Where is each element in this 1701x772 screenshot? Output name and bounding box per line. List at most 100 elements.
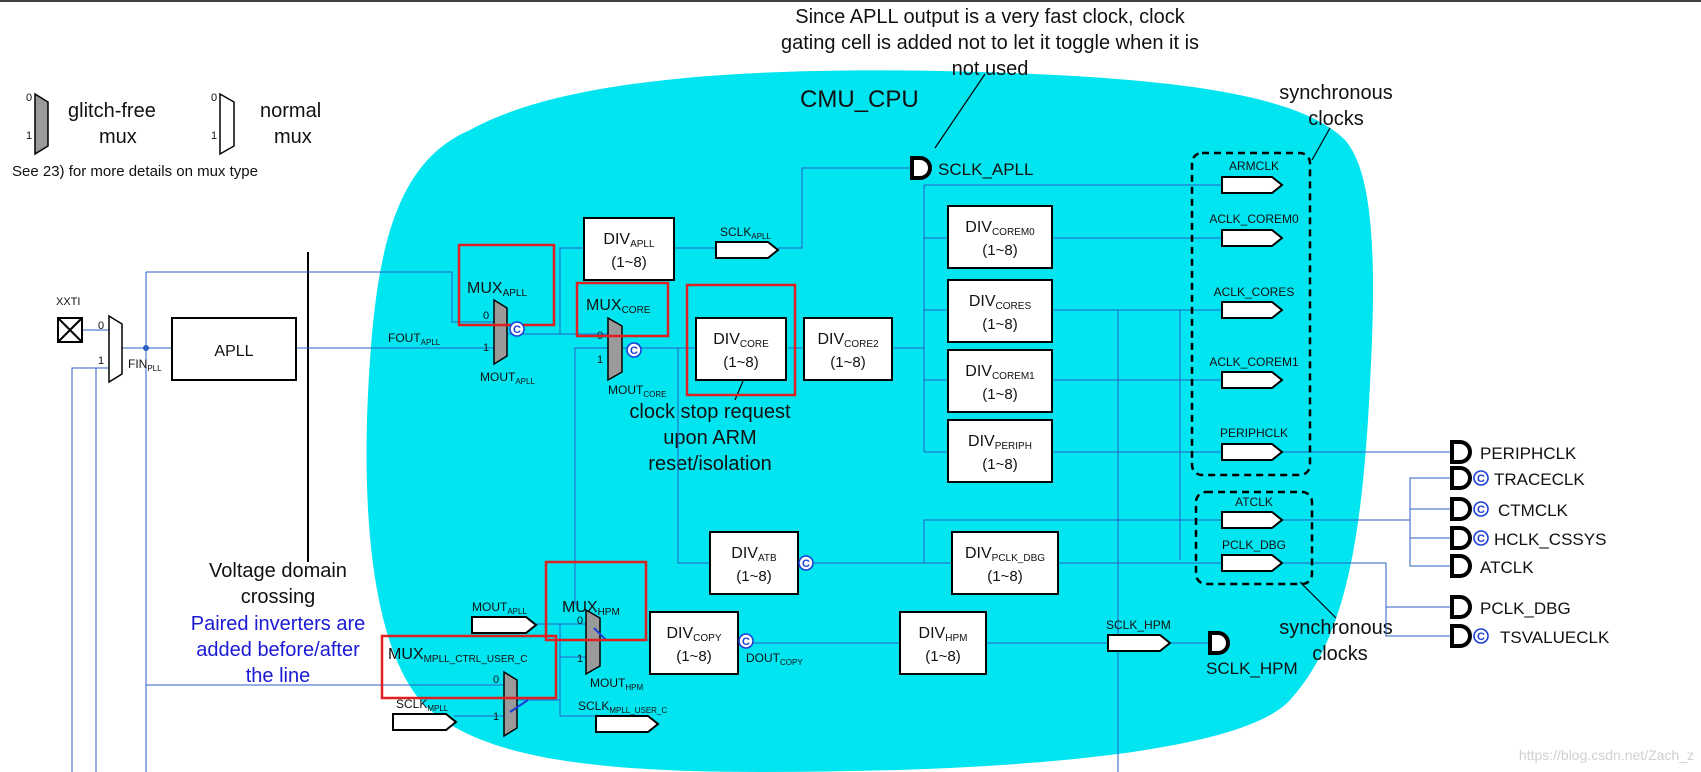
voltage-line2: crossing xyxy=(241,586,315,608)
mux-apll xyxy=(493,298,508,366)
sclk-hpm-flag-label: SCLK_HPM xyxy=(1106,618,1171,632)
div-hpm-name: DIVHPM xyxy=(919,625,968,644)
atclk-gate-icon xyxy=(1450,554,1472,578)
pclk-dbg-output-label: PCLK_DBG xyxy=(1480,599,1571,618)
div-atb-gate-icon: C xyxy=(798,555,814,571)
hclk-cssys-gate-icon xyxy=(1450,526,1472,550)
svg-text:C: C xyxy=(1477,473,1485,485)
voltage-line1: Voltage domain xyxy=(209,560,347,582)
sync-group-bottom xyxy=(1194,490,1314,586)
flag-mout-apll: MOUTAPLL xyxy=(471,600,538,634)
apll-note-line1: Since APLL output is a very fast clock, … xyxy=(795,6,1185,28)
div-copy: DIVCOPY (1~8) xyxy=(649,611,739,675)
svg-text:C: C xyxy=(802,558,810,570)
sync-group-top xyxy=(1190,151,1312,477)
sclk-hpm-gate-icon xyxy=(1208,631,1230,655)
normal-mux-icon xyxy=(219,92,235,156)
mout-apll-label: MOUTAPLL xyxy=(480,370,535,386)
fout-apll-label: FOUTAPLL xyxy=(388,331,441,347)
flag-sclk-apll: SCLKAPLL xyxy=(715,225,780,259)
div-corem1-ratio: (1~8) xyxy=(982,386,1017,403)
dout-copy-label: DOUTCOPY xyxy=(746,651,803,667)
mux-core xyxy=(607,316,623,382)
div-core2: DIVCORE2 (1~8) xyxy=(803,317,893,381)
gate-periphclk: PERIPHCLK xyxy=(1450,440,1577,464)
paired-line3: the line xyxy=(246,665,311,687)
div-corem1: DIVCOREM1 (1~8) xyxy=(947,349,1053,413)
mux-apll-in0: 0 xyxy=(483,310,489,322)
mout-hpm-label: MOUTHPM xyxy=(590,676,643,692)
input-mux xyxy=(108,314,123,384)
cmu-cpu-label: CMU_CPU xyxy=(800,86,919,113)
sync-aclk-cores: ACLK_CORES xyxy=(1214,285,1295,319)
div-corem0-ratio: (1~8) xyxy=(982,242,1017,259)
clock-stop-line3: reset/isolation xyxy=(648,453,771,475)
mux-core-highlight xyxy=(575,281,670,338)
legend-normal-mux: mux xyxy=(274,126,312,148)
mux-hpm-blue-arrow xyxy=(593,627,607,641)
apll-label: APLL xyxy=(214,343,253,360)
mux-hpm-label: MUXHPM xyxy=(562,599,620,618)
fin-pll-label: FINPLL xyxy=(128,357,162,373)
div-periph: DIVPERIPH (1~8) xyxy=(947,419,1053,483)
mux-mpll-in0: 0 xyxy=(493,674,499,686)
periphclk-gate-icon xyxy=(1450,440,1472,464)
sync-aclk-corem0-label: ACLK_COREM0 xyxy=(1209,212,1299,226)
div-hpm-ratio: (1~8) xyxy=(925,648,960,665)
svg-text:C: C xyxy=(1477,631,1485,643)
sync-armclk-label: ARMCLK xyxy=(1229,159,1279,173)
traceclk-gate-icon xyxy=(1450,466,1472,490)
div-pclk-dbg-ratio: (1~8) xyxy=(987,568,1022,585)
legend-pin1: 1 xyxy=(26,130,32,142)
wires xyxy=(71,167,1450,772)
sclk-apll-output-label: SCLK_APLL xyxy=(938,160,1033,179)
mux-hpm xyxy=(585,608,601,676)
clock-stop-line1: clock stop request xyxy=(629,401,791,423)
div-core: DIVCORE (1~8) xyxy=(695,317,787,381)
legend-glitch-free: glitch-free xyxy=(68,100,156,122)
pclk-dbg-gate-icon xyxy=(1450,595,1472,619)
sync-aclk-corem1-label: ACLK_COREM1 xyxy=(1209,355,1299,369)
mux-apll-highlight xyxy=(457,243,556,327)
sync-aclk-corem1: ACLK_COREM1 xyxy=(1209,355,1299,389)
tsvalueclk-output-label: TSVALUECLK xyxy=(1500,628,1610,647)
sync-top-label2: clocks xyxy=(1308,108,1364,130)
mux-mpll-blue-arrow xyxy=(509,699,529,713)
mux-apll-label: MUXAPLL xyxy=(467,280,527,299)
ctmclk-c-icon xyxy=(1473,501,1489,517)
legend-normal: normal xyxy=(260,100,321,122)
sync-aclk-corem0: ACLK_COREM0 xyxy=(1209,212,1299,247)
div-atb-ratio: (1~8) xyxy=(736,568,771,585)
mux-mpll-in1: 1 xyxy=(493,711,499,723)
voltage-note: Voltage domain crossing Paired inverters… xyxy=(191,560,366,687)
apll-block xyxy=(171,317,297,381)
gate-ctmclk: C CTMCLK xyxy=(1450,497,1569,521)
atclk-output-label: ATCLK xyxy=(1480,558,1534,577)
flag-sclk-mpll: SCLKMPLL xyxy=(392,697,458,731)
gate-pclk-dbg: PCLK_DBG xyxy=(1450,595,1571,619)
sclk-mpll-user-c-label: SCLKMPLL_USER_C xyxy=(578,699,667,715)
glitch-free-mux-icon xyxy=(34,92,49,156)
mux-mpll-label: MUXMPLL_CTRL_USER_C xyxy=(388,646,528,665)
div-corem1-name: DIVCOREM1 xyxy=(965,363,1035,382)
legend-glitch-free-mux: mux xyxy=(99,126,137,148)
sync-aclk-cores-label: ACLK_CORES xyxy=(1214,285,1295,299)
hclk-cssys-output-label: HCLK_CSSYS xyxy=(1494,530,1606,549)
div-core-name: DIVCORE xyxy=(713,331,769,350)
mux-apll-gate-icon: C xyxy=(509,321,525,337)
mux-core-label: MUXCORE xyxy=(586,297,651,316)
ctmclk-gate-icon xyxy=(1450,497,1472,521)
legend-pin0-normal: 0 xyxy=(211,92,217,104)
apll-note-pointer xyxy=(934,73,986,149)
svg-text:C: C xyxy=(1477,504,1485,516)
clock-stop-line2: upon ARM xyxy=(663,427,756,449)
apll-note: Since APLL output is a very fast clock, … xyxy=(781,6,1199,80)
legend-pin1-normal: 1 xyxy=(211,130,217,142)
div-atb: DIVATB (1~8) xyxy=(709,531,799,595)
sync-periphclk-label: PERIPHCLK xyxy=(1220,426,1288,440)
mux-apll-in1: 1 xyxy=(483,342,489,354)
periphclk-output-label: PERIPHCLK xyxy=(1480,444,1577,463)
clock-stop-pointer xyxy=(734,380,744,401)
gate-traceclk: C TRACECLK xyxy=(1450,466,1585,490)
